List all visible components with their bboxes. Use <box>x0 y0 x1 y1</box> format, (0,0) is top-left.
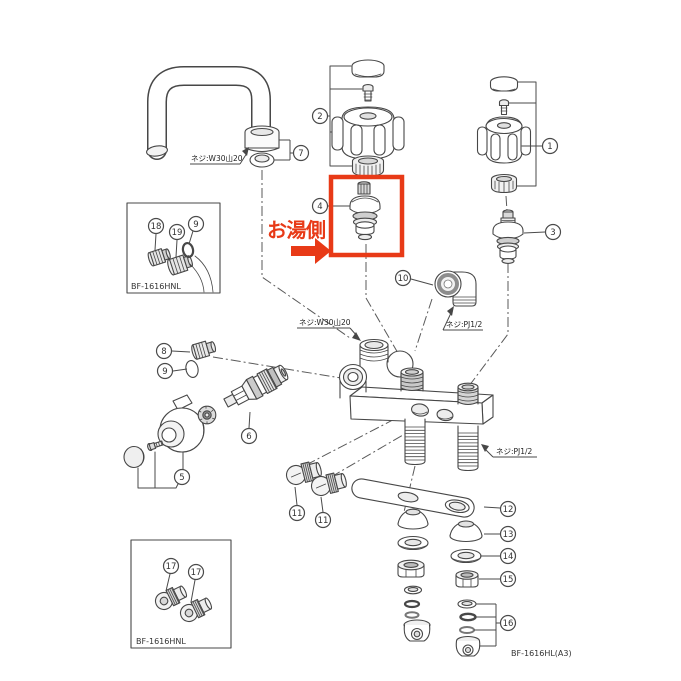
callout-9: 9 <box>156 362 174 380</box>
body-thread-label: ネジ:W30山20 <box>297 317 361 341</box>
parts-13-16-column <box>449 520 483 657</box>
callout-8: 8 <box>155 342 173 360</box>
callout-19: 19 <box>168 223 186 241</box>
callout-7: 7 <box>292 144 310 162</box>
callout-8-9-leaders <box>171 350 191 372</box>
elbow-thread-text: ネジ:PJ1/2 <box>446 320 483 329</box>
callout-17b: 17 <box>187 563 205 581</box>
part-5-handle-group <box>123 394 217 489</box>
callout-11-leaders <box>294 486 324 513</box>
faucet-body <box>338 338 494 472</box>
callout-13: 13 <box>499 525 517 543</box>
shank-thread-label: ネジ:PJ1/2 <box>481 444 537 458</box>
svg-text:17: 17 <box>191 568 202 578</box>
part-4-hot-spindle <box>349 181 381 241</box>
callout-11b: 11 <box>314 511 332 529</box>
svg-text:14: 14 <box>503 552 514 562</box>
spout-thread-text: ネジ:W30山20 <box>191 153 243 163</box>
callout-5: 5 <box>173 468 191 486</box>
highlight-box <box>328 174 405 258</box>
callout-3: 3 <box>544 223 562 241</box>
callout-2: 2 <box>311 107 329 125</box>
callout-12-leader <box>483 506 501 509</box>
callout-12: 12 <box>499 500 517 518</box>
callout-16-bracket <box>474 603 500 647</box>
callout-16: 16 <box>499 614 517 632</box>
callout-10-leader <box>410 278 434 286</box>
svg-text:7: 7 <box>298 149 303 159</box>
svg-text:5: 5 <box>179 473 184 483</box>
callout-3-leader <box>523 231 546 234</box>
callout-1: 1 <box>541 137 559 155</box>
shank-thread-text: ネジ:PJ1/2 <box>496 447 533 456</box>
callout-4: 4 <box>311 197 329 215</box>
svg-text:8: 8 <box>161 347 166 357</box>
part-10-elbow <box>434 270 477 307</box>
part-9-oring <box>185 360 199 378</box>
callout-6: 6 <box>240 427 258 445</box>
callout-9-inset: 9 <box>187 215 205 233</box>
hot-side-arrow-icon <box>291 238 331 264</box>
callout-15: 15 <box>499 570 517 588</box>
inset-box-top <box>126 202 221 294</box>
svg-text:15: 15 <box>503 575 514 585</box>
svg-text:17: 17 <box>166 562 177 572</box>
callout-18: 18 <box>147 217 165 235</box>
part-3-spindle <box>492 209 524 264</box>
svg-text:9: 9 <box>193 220 198 230</box>
inset-box-bottom <box>130 539 232 649</box>
part-2-handle-assembly <box>327 59 405 177</box>
callout-13-15-leaders <box>479 533 500 580</box>
svg-text:18: 18 <box>151 222 162 232</box>
diagram-model-label: BF-1616HL(A3) <box>511 649 572 658</box>
inset-bottom-model-label: BF-1616HNL <box>136 637 186 646</box>
part-1-handle-assembly <box>476 76 543 194</box>
hot-side-label: お湯側 <box>267 218 326 242</box>
callout-17a: 17 <box>162 557 180 575</box>
leader-arrowhead <box>242 147 249 156</box>
svg-text:1: 1 <box>547 142 552 152</box>
part-8-plug <box>191 340 217 360</box>
left-fastener-column <box>397 508 431 642</box>
spout-bracket <box>274 139 293 161</box>
svg-text:11: 11 <box>318 516 329 526</box>
inset-top-model-label: BF-1616HNL <box>131 282 181 291</box>
leader-arrowhead <box>352 332 361 341</box>
leader-arrowhead <box>481 444 489 452</box>
svg-text:13: 13 <box>503 530 514 540</box>
spout-thread-label: ネジ:W30山20 <box>190 147 249 165</box>
callout-10: 10 <box>394 269 412 287</box>
svg-text:4: 4 <box>317 202 322 212</box>
svg-text:12: 12 <box>503 505 514 515</box>
svg-text:11: 11 <box>292 509 303 519</box>
spout-part <box>146 66 280 168</box>
leader-arrowhead <box>447 306 454 316</box>
elbow-thread-label: ネジ:PJ1/2 <box>442 306 483 331</box>
part-12-plate <box>351 478 475 518</box>
part-11-plug-b <box>310 472 347 497</box>
body-thread-text: ネジ:W30山20 <box>299 317 351 327</box>
svg-text:19: 19 <box>172 228 183 238</box>
part-11-plug-a <box>285 461 322 486</box>
part-6-cartridge <box>223 364 289 408</box>
callout-14: 14 <box>499 547 517 565</box>
svg-text:10: 10 <box>398 274 409 284</box>
callout-11a: 11 <box>288 504 306 522</box>
svg-text:6: 6 <box>246 432 251 442</box>
svg-text:3: 3 <box>550 228 555 238</box>
callout-6-leader <box>248 411 251 429</box>
svg-text:2: 2 <box>317 112 322 122</box>
svg-text:9: 9 <box>162 367 167 377</box>
svg-text:16: 16 <box>503 619 514 629</box>
